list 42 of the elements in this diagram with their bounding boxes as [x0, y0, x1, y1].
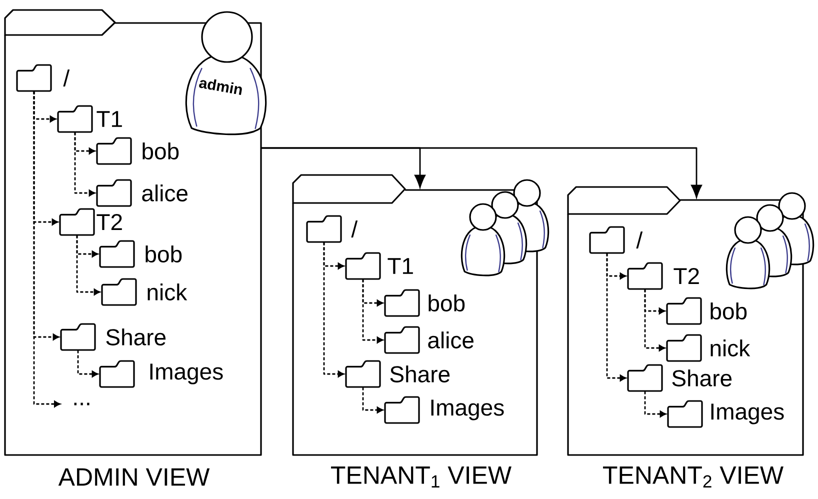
dashed-arrow [323, 242, 344, 378]
folder-label: bob [428, 294, 465, 312]
folder-label: alice [142, 184, 188, 202]
dashed-arrow [362, 387, 384, 414]
folder-label: bob [142, 142, 179, 160]
view-caption: TENANT$_{2}$ VIEW [603, 466, 784, 488]
people-icon [726, 192, 814, 290]
dashed-arrow [74, 132, 96, 196]
folder-label: Images [150, 364, 223, 384]
folder-label: T1 [388, 258, 413, 274]
person-figure: admin [185, 11, 267, 136]
dashed-arrow [76, 235, 100, 296]
dashed-arrow [644, 289, 666, 352]
folder-label: alice [428, 332, 474, 348]
folder-tab [567, 186, 681, 215]
folder-label: Images [431, 400, 504, 420]
dashed-arrow [77, 350, 98, 378]
folder-label: nick [148, 284, 188, 300]
folder-label: bob [146, 246, 182, 262]
folder-label: / [351, 220, 358, 238]
folder-label: T1 [96, 111, 122, 127]
dashed-arrow [33, 91, 60, 408]
dashed-arrow [644, 391, 666, 418]
folder-label: bob [710, 302, 747, 320]
folder-label: / [63, 70, 70, 86]
folder-tab [292, 174, 406, 204]
people-icon [460, 179, 550, 276]
folder-label: T2 [674, 268, 699, 284]
arrow [261, 147, 702, 198]
ellipsis: ... [74, 402, 90, 406]
view-caption: TENANT$_{1}$ VIEW [331, 466, 512, 488]
folder-label: Images [711, 404, 784, 424]
dashed-arrow [362, 279, 384, 344]
folder-label: Share [672, 370, 732, 386]
folder-label: T2 [96, 214, 122, 230]
folder-label: Share [390, 366, 450, 382]
folder-label: / [636, 232, 643, 248]
folder-label: nick [710, 340, 750, 356]
folder-label: Share [106, 328, 166, 346]
folder-tab [4, 9, 116, 36]
view-caption: ADMIN VIEW [58, 468, 210, 486]
dashed-arrow [606, 253, 626, 382]
